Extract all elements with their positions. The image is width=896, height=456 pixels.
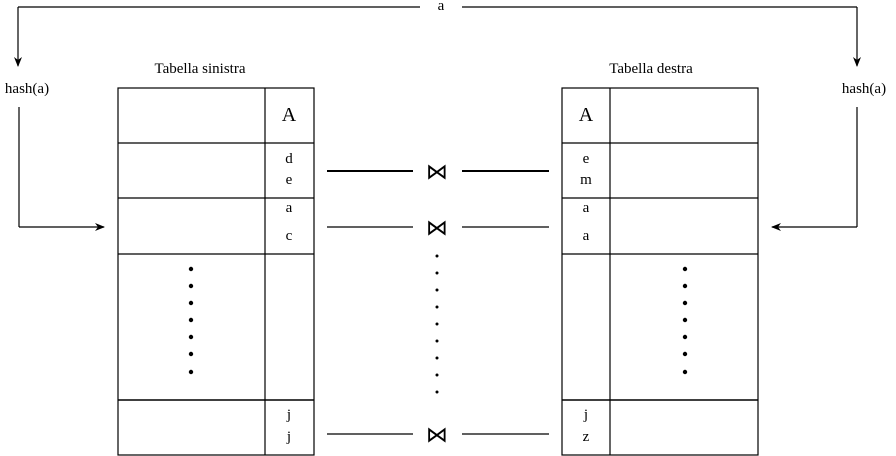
right-table-header: A (579, 104, 594, 126)
left-table (117, 87, 315, 456)
right-row1-value2: m (580, 172, 592, 188)
left-row1-value2: e (286, 172, 293, 188)
right-table (561, 87, 759, 456)
left-row3-value1: j (286, 407, 291, 423)
right-row1-value1: e (583, 151, 590, 167)
right-hash-arrow (771, 107, 858, 231)
left-row3-value2: j (286, 429, 291, 445)
right-table-ellipsis (682, 266, 688, 375)
join-symbol-row1: ⋈ (426, 160, 448, 185)
right-table-title: Tabella destra (609, 61, 693, 77)
top-routing-connector (14, 6, 861, 67)
left-table-title: Tabella sinistra (154, 61, 245, 77)
left-row1-value1: d (285, 151, 293, 167)
left-table-header: A (282, 104, 297, 126)
right-row3-value2: z (583, 429, 590, 445)
join-symbol-row2: ⋈ (426, 216, 448, 241)
right-hash-label: hash(a) (842, 81, 886, 97)
left-row2-value1: a (286, 200, 293, 216)
join-ellipsis (435, 254, 439, 394)
left-row2-value2: c (286, 228, 293, 244)
join-symbol-row3: ⋈ (426, 423, 448, 448)
top-attribute-label: a (438, 0, 445, 14)
left-hash-label: hash(a) (5, 81, 49, 97)
right-row2-value1: a (583, 200, 590, 216)
left-hash-arrow (18, 107, 105, 231)
right-row3-value1: j (583, 407, 588, 423)
right-row2-value2: a (583, 228, 590, 244)
left-table-ellipsis (188, 266, 194, 375)
